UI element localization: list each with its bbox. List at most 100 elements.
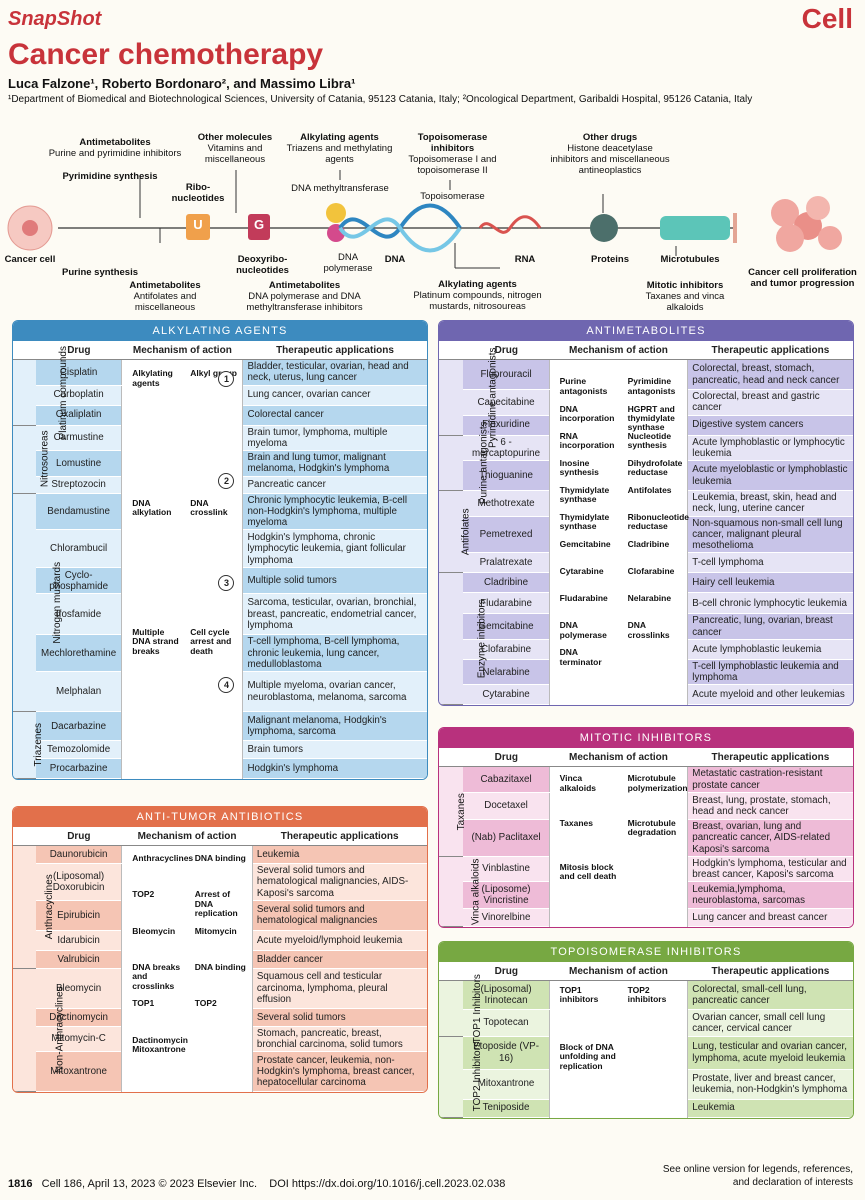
antimetabolites-panel-title: ANTIMETABOLITES <box>439 321 853 341</box>
therapeutic-application: Several solid tumors and hematological m… <box>252 900 427 931</box>
mechanism-label: TOP1 inhibitors <box>559 985 599 1005</box>
footer-note-line2: and declaration of interests <box>732 1176 853 1188</box>
dna-methyltransferase: DNA methyltransferase <box>291 183 389 194</box>
mechanism-label: Antifolates <box>627 484 672 495</box>
mechanism-header: Mechanism of action <box>121 341 243 360</box>
drug-name: Cisplatin <box>36 359 122 386</box>
proteins-label: Proteins <box>590 254 629 265</box>
mechanism-label: Purine antagonists <box>559 376 608 396</box>
therapeutic-application: Chronic lymphocytic leukemia, B-cell non… <box>242 493 427 531</box>
therapeutic-application: Brain tumors <box>242 740 427 760</box>
therapeutic-application: Colorectal cancer <box>242 405 427 426</box>
mechanism-label: Mitomycin <box>194 925 237 936</box>
therapeutic-application: Pancreatic, lung, ovarian, breast cancer <box>687 613 853 640</box>
therapeutic-application: Leukemia <box>687 1099 853 1118</box>
drug-group-label: Pyrimidine antagonists <box>439 347 499 448</box>
table-row: Capecitabine Colorectal, breast and gastr… <box>439 389 853 416</box>
therapeutic-application: Breast, lung, prostate, stomach, head an… <box>687 792 853 820</box>
mechanism-label: DNA alkylation <box>132 497 172 518</box>
mechanism-label: TOP2 inhibitors <box>627 985 667 1005</box>
drug-name: Idarubicin <box>36 930 122 951</box>
mechanism-label: Microtubule degradation <box>627 817 677 838</box>
brand-label: SnapShot <box>8 8 102 30</box>
therapeutic-application: Sarcoma, testicular, ovarian, bronchial,… <box>242 593 427 636</box>
drug-name: Capecitabine <box>463 389 550 416</box>
step-number: 3 <box>218 575 235 592</box>
therapeutic-application: Digestive system cancers <box>687 415 853 436</box>
therapeutic-application: Lung cancer and breast cancer <box>687 908 853 928</box>
mitotic-panel-title: MITOTIC INHIBITORS <box>439 728 853 748</box>
drug-name: Fludarabine <box>463 592 550 615</box>
mechanism-label: Alkyl group <box>190 368 237 379</box>
footer-note-line1: See online version for legends, referenc… <box>662 1164 853 1175</box>
mechanism-label: DNA crosslinks <box>627 620 670 640</box>
therapeutic-application: Bladder cancer <box>252 950 427 969</box>
therapeutic-application: Lung cancer, ovarian cancer <box>242 385 427 406</box>
drug-name: Gemcitabine <box>463 613 550 640</box>
mechanism-label: TOP2 <box>132 889 155 900</box>
mechanism-label: DNA polymerase <box>559 620 607 640</box>
drug-group-label: Triazenes <box>13 711 44 780</box>
table-row: Oxaliplatin Colorectal cancer <box>13 405 427 426</box>
applications-header: Therapeutic applications <box>687 962 853 981</box>
therapeutic-application: Hairy cell leukemia <box>687 572 853 594</box>
therapeutic-application: Multiple solid tumors <box>242 567 427 595</box>
mechanism-label: TOP1 <box>132 998 155 1009</box>
therapeutic-application: Prostate cancer, leukemia, non-Hodgkin's… <box>252 1051 427 1093</box>
drug-name: (Liposomal) Irinotecan <box>463 980 550 1010</box>
table-row: Chlorambucil Hodgkin's lymphoma, chronic … <box>13 529 427 569</box>
drug-name: Docetaxel <box>463 792 550 820</box>
mechanism-header: Mechanism of action <box>549 341 688 360</box>
drug-name: Melphalan <box>36 671 122 713</box>
therapeutic-application: Bladder, testicular, ovarian, head and n… <box>242 359 427 386</box>
mechanism-label: Dactinomycin Mitoxantrone <box>132 1034 188 1054</box>
mechanism-label: DNA incorporation <box>559 403 615 423</box>
drug-name: Cabazitaxel <box>463 766 550 793</box>
mechanism-header: Mechanism of action <box>121 827 253 846</box>
therapeutic-application: Hodgkin's lymphoma, chronic lymphocytic … <box>242 529 427 569</box>
mechanism-label: DNA binding <box>194 852 246 863</box>
drug-group-label: Non-Anthracyclines <box>13 968 66 1093</box>
topoisomerase-label: Topoisomerase <box>420 191 485 202</box>
drug-name: Bendamustine <box>36 493 122 531</box>
antitumor-panel-title: ANTI-TUMOR ANTIBIOTICS <box>13 807 427 827</box>
therapeutic-application: Leukemia, breast, skin, head and neck, l… <box>687 490 853 517</box>
drug-group-label: Nitrogen mustards <box>13 493 63 713</box>
drug-name: (Nab) Paclitaxel <box>463 819 550 857</box>
drug-name: Oxaliplatin <box>36 405 122 426</box>
therapeutic-application: Squamous cell and testicular carcinoma, … <box>252 968 427 1009</box>
microtubules-label: Microtubules <box>660 254 720 265</box>
mechanism-label: Taxanes <box>559 817 593 828</box>
mechanism-header: Mechanism of action <box>549 748 688 767</box>
therapeutic-application: Multiple myeloma, ovarian cancer, neurob… <box>242 671 427 713</box>
therapeutic-application: Colorectal, breast and gastric cancer <box>687 389 853 416</box>
drug-name: Temozolomide <box>36 740 122 760</box>
page-number: 1816 <box>8 1178 33 1190</box>
drug-name: Topotecan <box>463 1009 550 1037</box>
drug-name: Chlorambucil <box>36 529 122 569</box>
cancer-cell-label: Cancer cell <box>4 254 56 265</box>
